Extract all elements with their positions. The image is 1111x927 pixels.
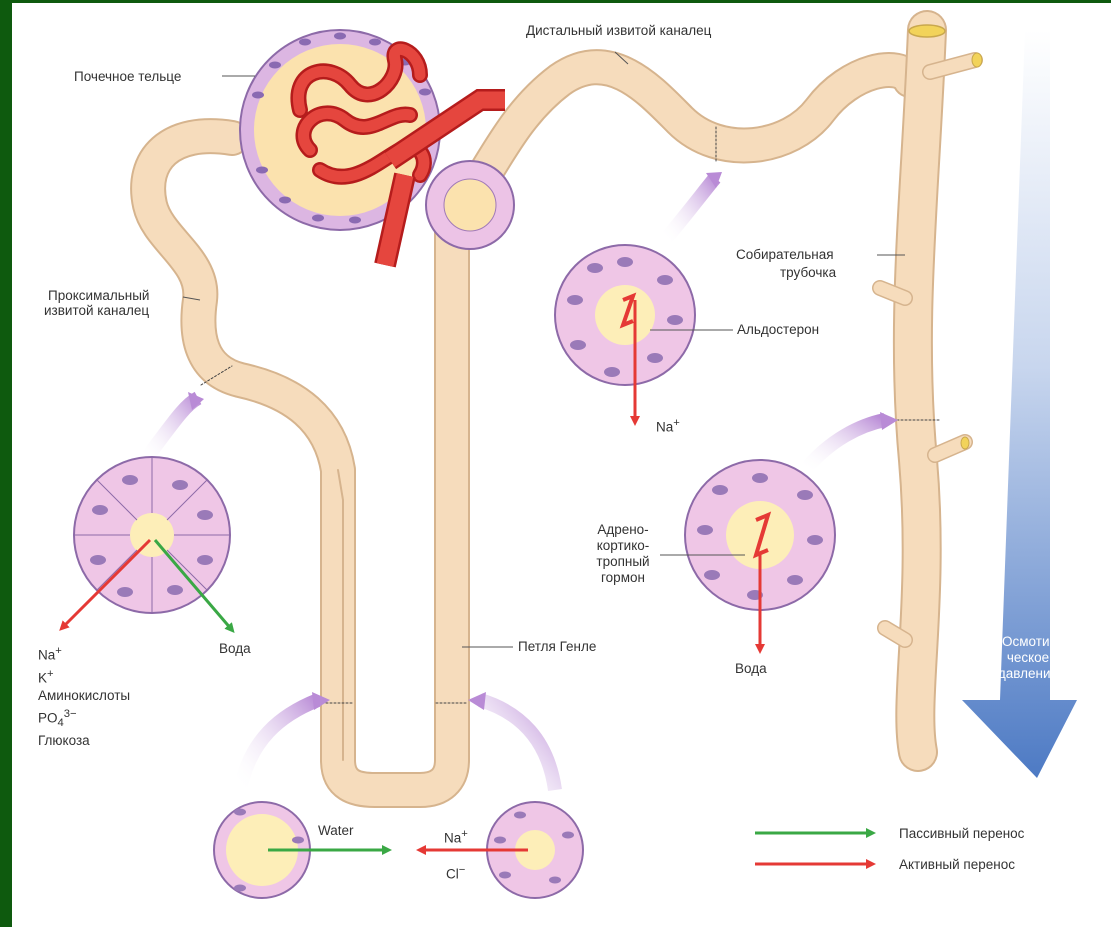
loop-na-text: Na	[444, 831, 461, 846]
label-po4-sup: 3−	[64, 708, 77, 720]
diagram-canvas: Почечное тельце Дистальный извитой канал…	[12, 3, 1111, 927]
label-adh: Адрено- кортико- тропный гормон	[578, 522, 668, 586]
label-osmotic-line3: давление	[994, 666, 1062, 682]
label-loop-water: Water	[318, 823, 354, 839]
label-collecting-duct-line1: Собирательная	[736, 247, 834, 263]
macula-densa-section	[426, 161, 514, 249]
label-k: K	[38, 670, 47, 685]
label-proximal-water: Вода	[219, 641, 251, 657]
proximal-reabsorbed-list: Na+ K+ Аминокислоты PO43− Глюкоза	[38, 642, 130, 750]
label-distal-na: Na+	[656, 415, 680, 436]
label-loop-na: Na+	[444, 826, 468, 847]
label-na: Na	[38, 648, 55, 663]
label-loop-of-henle: Петля Генле	[518, 639, 596, 655]
collecting-cross-section	[685, 412, 898, 650]
label-adh-line3: тропный	[578, 554, 668, 570]
proximal-cross-section	[62, 392, 232, 630]
label-glucose: Глюкоза	[38, 732, 130, 750]
label-adh-line1: Адрено-	[578, 522, 668, 538]
label-loop-cl: Cl−	[446, 862, 465, 883]
label-adh-line4: гормон	[578, 570, 668, 586]
label-aldosterone: Альдостерон	[737, 322, 819, 338]
loop-cl-text: Cl	[446, 867, 459, 882]
loop-cl-sup: −	[459, 864, 466, 876]
label-osmotic-line2: ческое	[994, 650, 1062, 666]
nephron-diagram	[12, 3, 1111, 927]
label-osmotic-pressure: Осмоти- ческое давление	[994, 634, 1062, 682]
label-renal-corpuscle: Почечное тельце	[74, 69, 181, 85]
label-amino-acids: Аминокислоты	[38, 687, 130, 705]
loop-na-sup: +	[461, 828, 468, 840]
label-osmotic-line1: Осмоти-	[994, 634, 1062, 650]
distal-cross-section	[555, 172, 722, 422]
label-distal-tubule: Дистальный извитой каналец	[526, 23, 711, 39]
label-collecting-water: Вода	[735, 661, 767, 677]
label-po4: PO	[38, 711, 58, 726]
distal-na-text: Na	[656, 420, 673, 435]
label-proximal-tubule-line1: Проксимальный	[48, 288, 149, 304]
label-adh-line2: кортико-	[578, 538, 668, 554]
label-proximal-tubule-line2: извитой каналец	[44, 303, 149, 319]
distal-na-sup: +	[673, 417, 680, 429]
label-collecting-duct-line2: трубочка	[780, 265, 836, 281]
legend-active-label: Активный перенос	[899, 857, 1015, 873]
legend-passive-label: Пассивный перенос	[899, 826, 1024, 842]
